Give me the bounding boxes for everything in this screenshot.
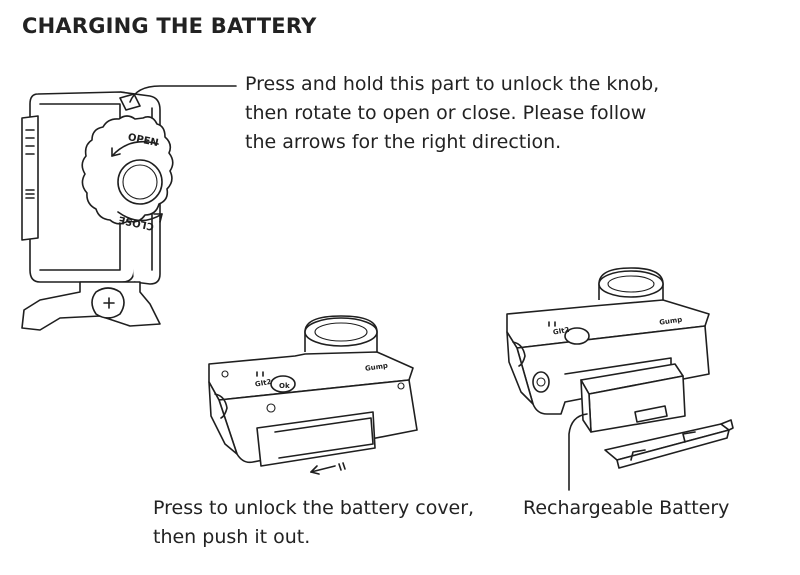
caption-line: Rechargeable Battery: [523, 497, 730, 519]
left-logo-a: GIt2: [254, 378, 272, 389]
caption-line: Press and hold this part to unlock the k…: [245, 73, 660, 95]
camera-battery-illustration: GIt2 Gump: [495, 264, 755, 474]
cover-instruction-caption: Press to unlock the battery cover, then …: [153, 494, 474, 552]
caption-line: the arrows for the right direction.: [245, 131, 562, 153]
mode-button-label: Ok: [279, 382, 290, 390]
housing-knob-illustration: OPEN CLOSE: [0, 78, 240, 348]
page-title: CHARGING THE BATTERY: [22, 14, 317, 38]
knob-instruction-caption: Press and hold this part to unlock the k…: [245, 70, 659, 157]
camera-cover-illustration: Ok GIt2 Gump: [195, 312, 435, 477]
right-logo-b: Gump: [659, 316, 683, 327]
caption-line: Press to unlock the battery cover,: [153, 497, 475, 519]
caption-line: then push it out.: [153, 526, 311, 548]
right-logo-a: GIt2: [552, 326, 570, 337]
left-logo-b: Gump: [365, 362, 389, 373]
battery-caption: Rechargeable Battery: [523, 494, 729, 523]
caption-line: then rotate to open or close. Please fol…: [245, 102, 647, 124]
